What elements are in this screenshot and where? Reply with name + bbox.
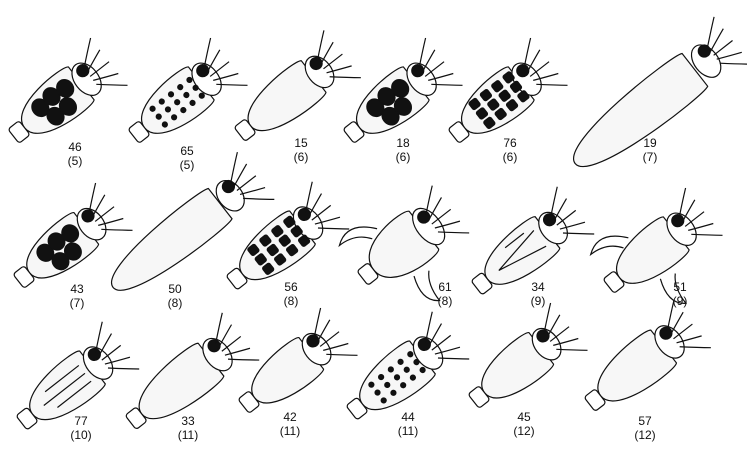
specimen-count: (11) bbox=[397, 424, 419, 438]
specimen-count: (8) bbox=[167, 296, 183, 310]
specimen-count: (5) bbox=[179, 158, 195, 172]
specimen-count: (9) bbox=[672, 294, 688, 308]
specimen-number: 45 bbox=[517, 410, 531, 424]
specimen-count: (11) bbox=[177, 428, 199, 442]
specimen-number: 43 bbox=[70, 282, 84, 296]
specimen-count: (8) bbox=[437, 294, 453, 308]
specimen-count: (12) bbox=[634, 428, 656, 442]
specimen-count: (6) bbox=[395, 150, 411, 164]
specimen-number: 18 bbox=[396, 136, 410, 150]
specimen-number: 46 bbox=[68, 140, 82, 154]
specimen-number: 57 bbox=[638, 414, 652, 428]
specimen-number: 50 bbox=[168, 282, 182, 296]
specimen-count: (6) bbox=[502, 150, 518, 164]
specimen-number: 19 bbox=[643, 136, 657, 150]
specimen-count: (11) bbox=[279, 424, 301, 438]
specimen-number: 77 bbox=[74, 414, 88, 428]
specimen-count: (5) bbox=[67, 154, 83, 168]
specimen-number: 15 bbox=[294, 136, 308, 150]
specimen-count: (7) bbox=[642, 150, 658, 164]
specimen-count: (6) bbox=[293, 150, 309, 164]
specimen-number: 65 bbox=[180, 144, 194, 158]
specimen-count: (8) bbox=[283, 294, 299, 308]
specimen-count: (12) bbox=[513, 424, 535, 438]
specimen-number: 34 bbox=[531, 280, 545, 294]
specimen-number: 76 bbox=[503, 136, 517, 150]
specimen-number: 51 bbox=[673, 280, 687, 294]
specimen-count: (7) bbox=[69, 296, 85, 310]
specimen-count: (9) bbox=[530, 294, 546, 308]
specimen-number: 33 bbox=[181, 414, 195, 428]
specimen-number: 61 bbox=[438, 280, 452, 294]
specimen-number: 44 bbox=[401, 410, 415, 424]
specimen-number: 42 bbox=[283, 410, 297, 424]
specimen-number: 56 bbox=[284, 280, 298, 294]
specimen-count: (10) bbox=[70, 428, 92, 442]
